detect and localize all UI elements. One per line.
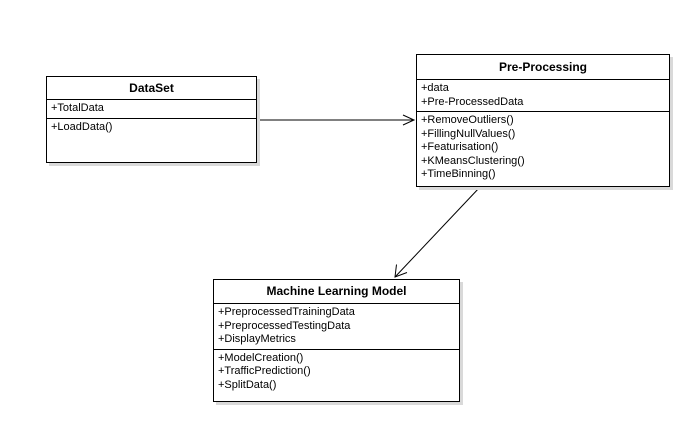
class-preprocessing-attributes: +data +Pre-ProcessedData xyxy=(417,80,669,111)
class-ml-model[interactable]: Machine Learning Model +PreprocessedTrai… xyxy=(213,279,460,402)
class-preprocessing-name: Pre-Processing xyxy=(417,55,669,80)
arrowhead-preprocessing xyxy=(402,114,416,126)
class-ml-model-attributes: +PreprocessedTrainingData +PreprocessedT… xyxy=(214,304,459,349)
class-dataset-operations: +LoadData() xyxy=(47,117,256,137)
operation: +RemoveOutliers() xyxy=(421,114,514,126)
attribute: +Pre-ProcessedData xyxy=(421,95,524,108)
operation: +Featurisation() xyxy=(421,141,499,153)
class-preprocessing[interactable]: Pre-Processing +data +Pre-ProcessedData … xyxy=(416,54,670,187)
operation: +TimeBinning() xyxy=(421,168,496,180)
attribute: +DisplayMetrics xyxy=(218,333,296,345)
class-ml-model-name: Machine Learning Model xyxy=(214,280,459,304)
class-dataset-name: DataSet xyxy=(47,77,256,100)
operation: +ModelCreation() xyxy=(218,351,304,364)
class-ml-model-operations: +ModelCreation() +TrafficPrediction() +S… xyxy=(214,348,459,395)
operation: +TrafficPrediction() xyxy=(218,365,311,377)
attribute: +PreprocessedTestingData xyxy=(218,319,351,332)
association-preprocessing-to-ml-model xyxy=(394,186,481,278)
class-dataset-attributes: +TotalData xyxy=(47,100,256,118)
operation: +KMeansClustering() xyxy=(421,154,525,167)
class-dataset[interactable]: DataSet +TotalData +LoadData() xyxy=(46,76,257,163)
attribute: +TotalData xyxy=(51,102,104,114)
class-preprocessing-operations: +RemoveOutliers() +FillingNullValues() +… xyxy=(417,111,669,184)
operation: +FillingNullValues() xyxy=(421,127,516,140)
attribute: +PreprocessedTrainingData xyxy=(218,306,355,318)
attribute: +data xyxy=(421,82,449,94)
arrowhead-ml-model xyxy=(394,264,408,278)
operation: +SplitData() xyxy=(218,378,277,391)
operation: +LoadData() xyxy=(51,120,113,133)
